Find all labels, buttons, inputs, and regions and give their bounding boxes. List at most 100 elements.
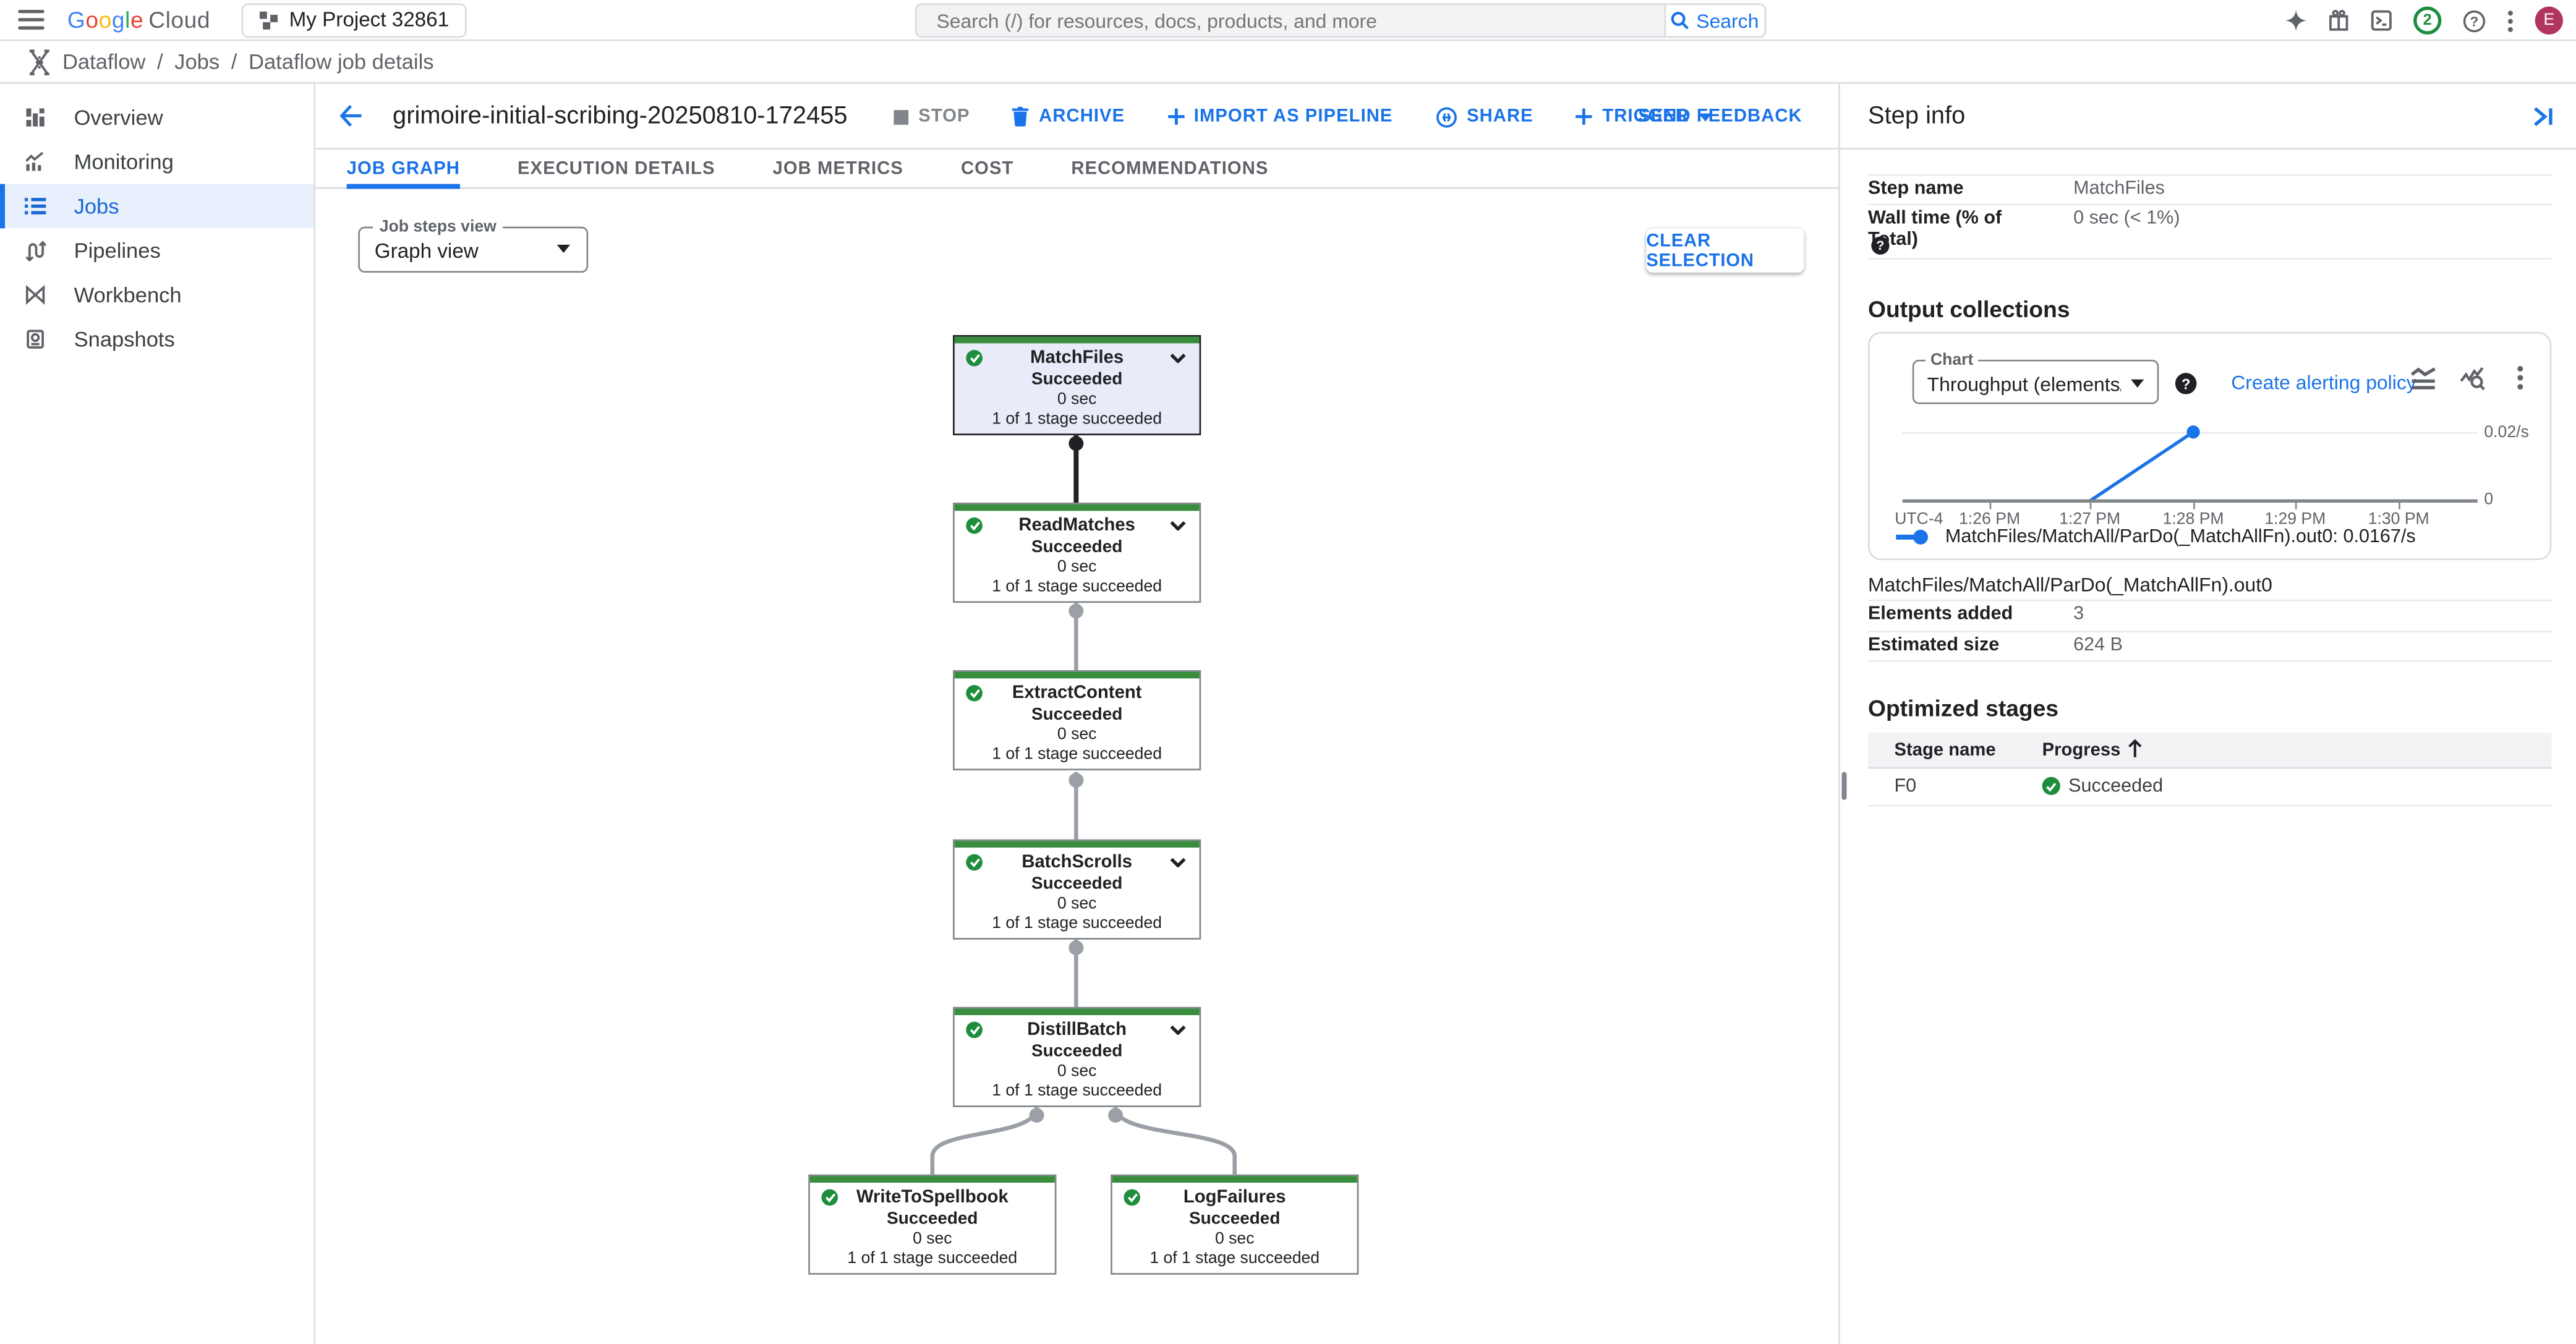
stage-name-column[interactable]: Stage name [1894, 741, 1996, 761]
help-icon[interactable]: ? [2463, 9, 2486, 32]
step-name-label: Step name [1868, 179, 1964, 199]
more-vert-icon[interactable] [2507, 9, 2514, 32]
dropdown-caret-icon [2131, 379, 2144, 388]
explore-data-icon[interactable] [2460, 367, 2486, 399]
stage-table-row[interactable]: F0 Succeeded [1868, 768, 2552, 807]
share-button[interactable]: SHARE [1436, 106, 1533, 127]
divider [1868, 174, 2552, 176]
pipelines-icon [25, 240, 48, 262]
chart-more-options-icon[interactable] [2517, 365, 2524, 399]
x-tick-label: 1:26 PM [1959, 511, 2021, 529]
tab-recommendations[interactable]: RECOMMENDATIONS [1071, 158, 1269, 179]
sidebar-item-jobs[interactable]: Jobs [0, 184, 314, 229]
graph-node-writetospellbook[interactable]: WriteToSpellbook Succeeded 0 sec 1 of 1 … [808, 1174, 1057, 1275]
stop-label: STOP [918, 106, 970, 127]
job-steps-view-label: Job steps view [373, 218, 503, 237]
node-status: Succeeded [1031, 1041, 1123, 1061]
step-info-panel: Step info Step name MatchFiles Wall time… [1838, 83, 2576, 1344]
progress-column[interactable]: Progress [2042, 741, 2121, 761]
node-name: BatchScrolls [1021, 852, 1133, 872]
check-circle-icon [966, 684, 983, 702]
chart-x-axis [1902, 499, 2478, 503]
graph-node-extractcontent[interactable]: ExtractContent Succeeded 0 sec 1 of 1 st… [953, 670, 1201, 771]
sidebar-item-snapshots[interactable]: Snapshots [0, 317, 313, 362]
project-selector[interactable]: My Project 32861 [241, 2, 467, 37]
plus-icon [1167, 108, 1184, 125]
sidebar-item-monitoring[interactable]: Monitoring [0, 140, 313, 184]
node-duration: 0 sec [1057, 391, 1097, 409]
check-circle-icon [966, 854, 983, 871]
breadcrumb-dataflow[interactable]: Dataflow [62, 49, 146, 74]
search-icon [1671, 12, 1690, 30]
chevron-down-icon[interactable] [1170, 521, 1187, 531]
logo-google-text: Google [67, 6, 144, 33]
tab-execution-details[interactable]: EXECUTION DETAILS [517, 158, 715, 179]
stage-progress-cell: Succeeded [2068, 776, 2164, 797]
clear-selection-button[interactable]: CLEAR SELECTION [1646, 228, 1804, 273]
trigger-button[interactable]: TRIGGER [1576, 107, 1713, 127]
gemini-sparkle-icon[interactable] [2285, 9, 2307, 32]
avatar[interactable]: E [2535, 6, 2563, 35]
create-alerting-policy-link[interactable]: Create alerting policy [2231, 371, 2416, 394]
node-name: MatchFiles [1030, 348, 1124, 368]
node-status-bar [954, 1008, 1200, 1014]
breadcrumb-jobs[interactable]: Jobs [174, 49, 220, 74]
job-header: grimoire-initial-scribing-20250810-17245… [315, 84, 1839, 150]
sort-ascending-icon[interactable] [2128, 739, 2143, 759]
graph-node-logfailures[interactable]: LogFailures Succeeded 0 sec 1 of 1 stage… [1111, 1174, 1359, 1275]
send-feedback-button[interactable]: SEND FEEDBACK [1638, 106, 1802, 127]
node-stages: 1 of 1 stage succeeded [992, 578, 1162, 597]
cloud-shell-icon[interactable] [2371, 10, 2392, 32]
notification-count: 2 [2423, 11, 2432, 30]
sidebar-item-overview[interactable]: Overview [0, 95, 313, 140]
menu-icon[interactable] [18, 9, 45, 30]
chevron-down-icon[interactable] [1170, 1025, 1187, 1035]
import-as-pipeline-button[interactable]: IMPORT AS PIPELINE [1167, 107, 1392, 127]
x-tick-label: 1:28 PM [2162, 511, 2224, 529]
breadcrumb: Dataflow / Jobs / Dataflow job details [62, 49, 434, 74]
node-stages: 1 of 1 stage succeeded [1149, 1249, 1320, 1269]
sidebar-item-label: Pipelines [74, 238, 161, 263]
gift-icon[interactable] [2328, 9, 2350, 32]
breadcrumb-separator: / [231, 49, 237, 74]
archive-button[interactable]: ARCHIVE [1012, 106, 1125, 127]
search-bar: Search [915, 3, 1767, 38]
job-graph-canvas: Job steps view Graph view CLEAR SELECTIO… [315, 189, 1838, 1344]
sidebar-item-workbench[interactable]: Workbench [0, 273, 313, 317]
job-steps-view-select[interactable]: Job steps view Graph view [358, 218, 589, 273]
panel-scrollbar-thumb[interactable] [1841, 772, 1847, 800]
axis-tick [2399, 503, 2400, 509]
node-name: LogFailures [1183, 1188, 1286, 1207]
sidebar-item-pipelines[interactable]: Pipelines [0, 228, 313, 273]
node-status: Succeeded [887, 1209, 978, 1229]
stop-button[interactable]: STOP [893, 107, 970, 127]
search-input[interactable] [916, 4, 1665, 36]
back-arrow-icon[interactable] [338, 103, 363, 136]
graph-node-matchfiles[interactable]: MatchFiles Succeeded 0 sec 1 of 1 stage … [953, 335, 1201, 436]
tab-job-metrics[interactable]: JOB METRICS [772, 158, 903, 179]
chevron-down-icon[interactable] [1170, 353, 1187, 364]
graph-node-batchscrolls[interactable]: BatchScrolls Succeeded 0 sec 1 of 1 stag… [953, 839, 1201, 940]
node-status-bar [954, 841, 1200, 847]
tab-cost[interactable]: COST [960, 158, 1014, 179]
node-duration: 0 sec [1057, 895, 1097, 914]
collapse-panel-icon[interactable] [2531, 105, 2554, 135]
chevron-down-icon[interactable] [1170, 857, 1187, 867]
chart-metric-select[interactable]: Chart Throughput (elements/s… [1912, 351, 2159, 404]
check-circle-icon [966, 1021, 983, 1039]
view-in-metrics-explorer-icon[interactable] [2410, 367, 2437, 399]
overview-icon [25, 107, 48, 129]
elements-added-value: 3 [2073, 604, 2084, 624]
search-button[interactable]: Search [1664, 4, 1765, 36]
chart-help-icon[interactable]: ? [2175, 373, 2197, 394]
check-circle-icon [966, 349, 983, 367]
panel-header: Step info [1840, 84, 2576, 150]
notifications-badge[interactable]: 2 [2413, 6, 2442, 35]
graph-node-distillbatch[interactable]: DistillBatch Succeeded 0 sec 1 of 1 stag… [953, 1006, 1201, 1107]
tab-job-graph[interactable]: JOB GRAPH [346, 150, 460, 189]
wall-time-label: Wall time (% of Total) [1868, 208, 2002, 250]
wall-time-help-icon[interactable]: ? [1871, 236, 1890, 255]
graph-node-readmatches[interactable]: ReadMatches Succeeded 0 sec 1 of 1 stage… [953, 503, 1201, 603]
